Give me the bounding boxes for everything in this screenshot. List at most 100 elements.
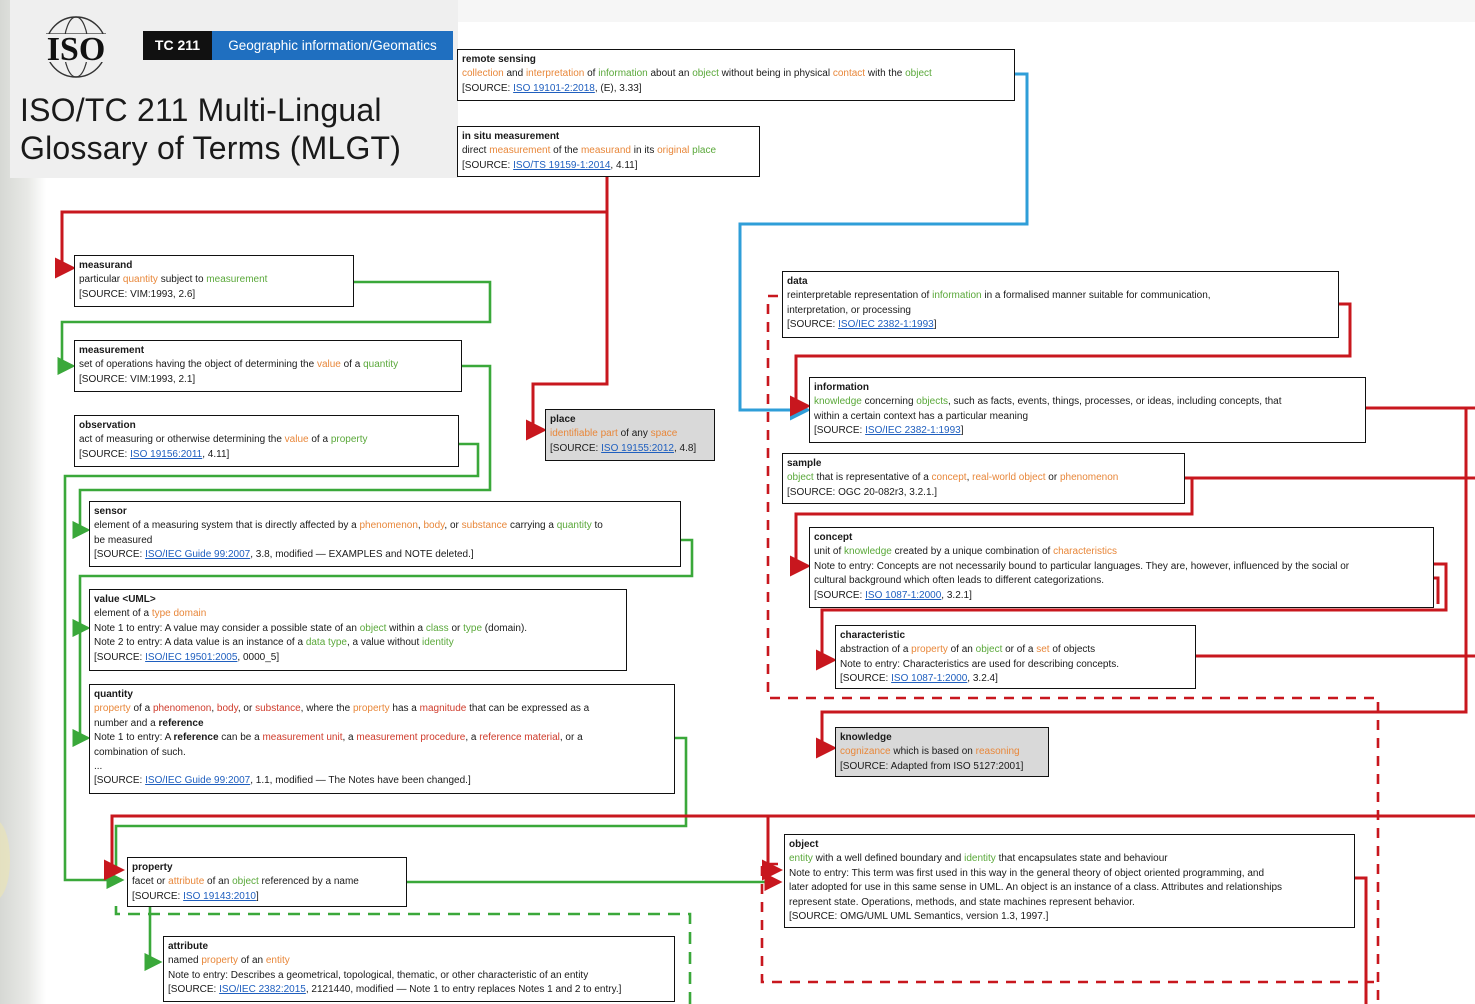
- committee-badge: TC 211: [143, 31, 212, 60]
- term-source: [SOURCE: ISO 1087-1:2000, 3.2.4]: [840, 673, 998, 685]
- source-link[interactable]: ISO/IEC 19501:2005: [145, 651, 238, 663]
- term-quantity: quantity property of a phenomenon, body,…: [89, 684, 675, 794]
- term-measurand: measurand particular quantity subject to…: [74, 255, 354, 307]
- source-link[interactable]: ISO/IEC 2382-1:1993: [838, 319, 934, 331]
- connector-green-quantity-object: [114, 736, 688, 870]
- left-edge-glow: [0, 820, 10, 900]
- term-source: [SOURCE: ISO 19156:2011, 4.11]: [79, 448, 230, 460]
- connector-red-object-down: [1354, 876, 1368, 1004]
- source-link[interactable]: ISO 19101-2:2018: [513, 82, 595, 94]
- term-definition: facet or attribute of an object referenc…: [132, 876, 359, 888]
- term-title: in situ measurement: [462, 131, 560, 142]
- term-definition: element of a type domain: [94, 608, 207, 620]
- source-link[interactable]: ISO 19155:2012: [601, 442, 674, 454]
- term-definition: entity with a well defined boundary and …: [789, 853, 1168, 865]
- term-object: object entity with a well defined bounda…: [784, 834, 1355, 928]
- term-definition: unit of knowledge created by a unique co…: [814, 546, 1117, 558]
- connector-red-dashed-object: [760, 862, 1374, 984]
- connector-red-info-trunk: [816, 408, 1468, 759]
- term-source: [SOURCE: OMG/UML UML Semantics, version …: [789, 911, 1049, 923]
- term-definition-line-2: be measured: [94, 534, 153, 546]
- term-concept: concept unit of knowledge created by a u…: [809, 527, 1434, 608]
- term-definition: object that is representative of a conce…: [787, 472, 1119, 484]
- term-place: place identifiable part of any space [SO…: [545, 409, 715, 461]
- connector-green-property-attribute: [144, 904, 163, 972]
- term-value-uml: value <UML> element of a type domain Not…: [89, 589, 627, 671]
- term-definition: knowledge concerning objects, such as fa…: [814, 396, 1282, 408]
- term-note-2: Note 2 to entry: A data value is an inst…: [94, 637, 454, 649]
- term-title: observation: [79, 420, 136, 431]
- title-line-2: Glossary of Terms (MLGT): [20, 130, 402, 166]
- term-title: measurement: [79, 345, 145, 356]
- term-attribute: attribute named property of an entity No…: [163, 936, 675, 1002]
- term-source: [SOURCE: ISO/TS 19159-1:2014, 4.11]: [462, 159, 638, 171]
- term-source: [SOURCE: ISO 19155:2012, 4.8]: [550, 442, 697, 454]
- connector-red-object-left: [104, 814, 768, 881]
- term-source: [SOURCE: ISO/IEC Guide 99:2007, 3.8, mod…: [94, 549, 474, 561]
- term-title: remote sensing: [462, 54, 536, 65]
- term-definition: reinterpretable representation of inform…: [787, 290, 1211, 302]
- term-definition: particular quantity subject to measureme…: [79, 274, 268, 286]
- term-title: information: [814, 382, 869, 393]
- connector-red-dashed-data: [766, 294, 1380, 1004]
- term-note-1: Note to entry: Concepts are not necessar…: [814, 560, 1350, 572]
- source-link[interactable]: ISO/IEC 2382-1:1993: [865, 425, 961, 437]
- term-definition: direct measurement of the measurand in i…: [462, 145, 717, 157]
- term-observation: observation act of measuring or otherwis…: [74, 415, 459, 467]
- term-source: [SOURCE: VIM:1993, 2.6]: [79, 288, 196, 300]
- term-source: [SOURCE: OGC 20-082r3, 3.2.1.]: [787, 486, 938, 498]
- term-property: property facet or attribute of an object…: [127, 857, 407, 907]
- source-link[interactable]: ISO 1087-1:2000: [865, 589, 942, 601]
- source-link[interactable]: ISO 19156:2011: [130, 448, 203, 460]
- term-title: quantity: [94, 689, 133, 700]
- term-title: object: [789, 839, 819, 850]
- term-measurement: measurement set of operations having the…: [74, 340, 462, 392]
- term-source: [SOURCE: ISO/IEC 2382-1:1993]: [814, 425, 964, 437]
- term-definition-line-2: interpretation, or processing: [787, 304, 911, 316]
- term-sample: sample object that is representative of …: [782, 453, 1185, 504]
- term-title: sensor: [94, 506, 127, 517]
- term-title: measurand: [79, 260, 133, 271]
- page-title: ISO/TC 211 Multi-Lingual Glossary of Ter…: [20, 91, 450, 167]
- term-sensor: sensor element of a measuring system tha…: [89, 501, 681, 567]
- connector-green-measurand-measurement: [57, 280, 492, 376]
- term-definition-line-2: number and a reference: [94, 717, 204, 729]
- term-title: property: [132, 862, 173, 873]
- term-source: [SOURCE: ISO/IEC Guide 99:2007, 1.1, mod…: [94, 775, 471, 787]
- term-information: information knowledge concerning objects…: [809, 377, 1366, 443]
- connector-red-insitu-measurand: [55, 176, 609, 279]
- term-title: characteristic: [840, 630, 906, 641]
- term-definition: element of a measuring system that is di…: [94, 520, 603, 532]
- term-note-1: Note to entry: Characteristics are used …: [840, 658, 1120, 670]
- term-title: data: [787, 276, 808, 287]
- term-source: [SOURCE: ISO 19143:2010]: [132, 890, 259, 902]
- term-characteristic: characteristic abstraction of a property…: [835, 625, 1196, 689]
- source-link[interactable]: ISO/IEC Guide 99:2007: [145, 549, 251, 561]
- connector-red-object-trunk: [762, 814, 1475, 881]
- term-data: data reinterpretable representation of i…: [782, 271, 1339, 338]
- source-link[interactable]: ISO 19143:2010: [183, 890, 256, 902]
- term-note-1-line-2: later adopted for use in this same sense…: [789, 882, 1283, 894]
- term-ellipsis: ...: [94, 761, 103, 773]
- iso-logo-icon: ISO: [32, 16, 120, 78]
- term-title: attribute: [168, 941, 208, 952]
- term-source: [SOURCE: Adapted from ISO 5127:2001]: [840, 760, 1024, 772]
- source-link[interactable]: ISO 1087-1:2000: [891, 673, 968, 685]
- term-title: value <UML>: [94, 594, 156, 605]
- source-link[interactable]: ISO/TS 19159-1:2014: [513, 159, 611, 171]
- source-link[interactable]: ISO/IEC 2382:2015: [219, 984, 306, 996]
- term-source: [SOURCE: ISO/IEC 2382-1:1993]: [787, 319, 937, 331]
- term-in-situ-measurement: in situ measurement direct measurement o…: [457, 126, 760, 177]
- term-source: [SOURCE: VIM:1993, 2.1]: [79, 373, 196, 385]
- term-note-1: Note to entry: This term was first used …: [789, 867, 1265, 879]
- term-definition: property of a phenomenon, body, or subst…: [94, 703, 590, 715]
- committee-name-badge: Geographic information/Geomatics: [212, 31, 453, 60]
- iso-logo-text: ISO: [47, 31, 106, 68]
- term-source: [SOURCE: ISO/IEC 2382:2015, 2121440, mod…: [168, 984, 622, 996]
- term-remote-sensing: remote sensing collection and interpreta…: [457, 49, 1015, 101]
- title-line-1: ISO/TC 211 Multi-Lingual: [20, 92, 382, 128]
- source-link[interactable]: ISO/IEC Guide 99:2007: [145, 775, 251, 787]
- connector-green-measurement-trunk: [72, 364, 492, 540]
- term-note-1-line-2: cultural background which often leads to…: [814, 575, 1104, 587]
